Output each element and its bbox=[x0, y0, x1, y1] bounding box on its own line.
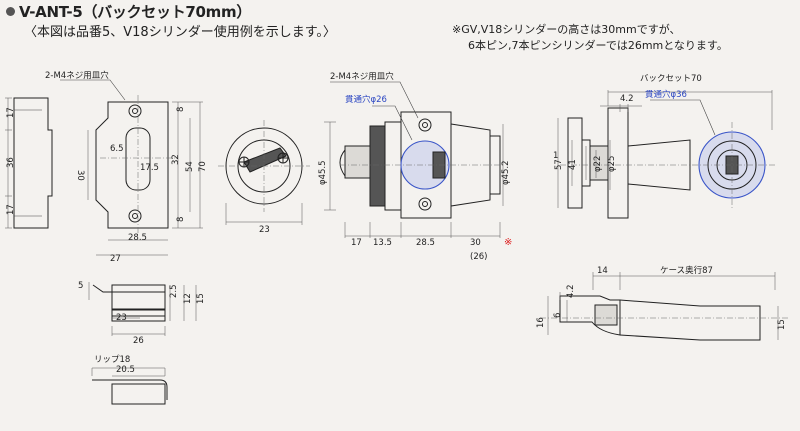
dim-box-5: 5 bbox=[78, 281, 83, 291]
dim-side-d45-2: φ45.2 bbox=[501, 160, 511, 185]
dim-case-16: 16 bbox=[536, 317, 546, 328]
dim-lip-20-5: 20.5 bbox=[116, 365, 135, 375]
screw-hole-label-a: 2-M4ネジ用皿穴 bbox=[45, 70, 109, 81]
note-line-1: ※GV,V18シリンダーの高さは30mmですが、 bbox=[452, 23, 681, 36]
strike-plate-view: 17 36 17 bbox=[5, 97, 53, 229]
dim-plate-8-bot: 8 bbox=[176, 217, 186, 222]
dim-right-d22: φ22 bbox=[593, 156, 603, 172]
dim-case-4-2: 4.2 bbox=[566, 284, 576, 298]
dim-plate-8-top: 8 bbox=[176, 107, 186, 112]
dim-plate-28-5: 28.5 bbox=[128, 233, 147, 243]
through-hole-26-label: 貫通穴φ26 bbox=[345, 94, 387, 105]
dim-box-15: 15 bbox=[196, 293, 206, 304]
note-line-2: 6本ピン,7本ピンシリンダーでは26mmとなります。 bbox=[468, 39, 728, 52]
page-title: V-ANT-5（バックセット70mm） bbox=[6, 1, 251, 22]
dim-side-13-5: 13.5 bbox=[373, 238, 392, 248]
dim-box-23: 23 bbox=[116, 313, 127, 323]
dim-box-12: 12 bbox=[183, 293, 193, 304]
case-depth-label: ケース奥行87 bbox=[660, 265, 713, 276]
thumbturn-view: 23 bbox=[218, 120, 310, 235]
dim-box-2-5: 2.5 bbox=[169, 284, 179, 298]
case-depth-view: 14 ケース奥行87 4.2 6 16 15 bbox=[536, 265, 790, 341]
dim-plate-27: 27 bbox=[110, 254, 121, 264]
dim-plate-17-5: 17.5 bbox=[140, 163, 159, 173]
dim-right-57: 57 bbox=[554, 159, 564, 170]
dim-right-4-2: 4.2 bbox=[620, 94, 634, 104]
subtitle: 〈本図は品番5、V18シリンダー使用例を示します。〉 bbox=[24, 25, 336, 40]
dim-right-1: 1 bbox=[553, 151, 558, 161]
dim-plate-70: 70 bbox=[198, 161, 208, 172]
latch-box-view: 5 2.5 12 15 23 26 bbox=[78, 281, 206, 346]
dim-case-14: 14 bbox=[597, 266, 608, 276]
dim-side-17: 17 bbox=[351, 238, 362, 248]
side-view: 2-M4ネジ用皿穴 貫通穴φ26 φ45.5 φ45.2 17 13.5 28.… bbox=[318, 71, 512, 262]
dim-plate-6-5: 6.5 bbox=[110, 144, 124, 154]
asterisk-mark: ※ bbox=[504, 237, 512, 248]
face-plate-view: 2-M4ネジ用皿穴 6.5 17.5 30 8 32 54 70 8 28.5 … bbox=[45, 70, 208, 264]
dim-case-6: 6 bbox=[553, 313, 563, 318]
dim-plate-30: 30 bbox=[75, 170, 85, 181]
dim-plate-54: 54 bbox=[185, 161, 195, 172]
lip-view: リップ18 20.5 bbox=[91, 355, 168, 405]
dim-side-30: 30 bbox=[470, 238, 481, 248]
dim-thumb-23: 23 bbox=[259, 225, 270, 235]
dim-side-d45-5: φ45.5 bbox=[318, 160, 328, 185]
dim-box-26: 26 bbox=[133, 336, 144, 346]
through-hole-36-label: 貫通穴φ36 bbox=[645, 89, 687, 100]
dim-plate-32: 32 bbox=[171, 154, 181, 165]
dim-side-26-paren: (26) bbox=[470, 252, 487, 262]
title-text: V-ANT-5（バックセット70mm） bbox=[19, 3, 252, 21]
bullet-icon bbox=[6, 7, 15, 16]
dim-strike-17-top: 17 bbox=[6, 107, 16, 118]
backset-view: バックセット70 4.2 貫通穴φ36 1 57 41 φ22 φ25 bbox=[553, 74, 775, 219]
dim-side-28-5: 28.5 bbox=[416, 238, 435, 248]
screw-hole-label-b: 2-M4ネジ用皿穴 bbox=[330, 71, 394, 82]
dim-case-15: 15 bbox=[777, 319, 787, 330]
lip-label: リップ18 bbox=[94, 355, 130, 365]
dim-right-d25: φ25 bbox=[607, 156, 617, 172]
backset-label: バックセット70 bbox=[640, 74, 702, 84]
dim-right-41: 41 bbox=[568, 159, 578, 170]
dim-strike-17-bot: 17 bbox=[6, 204, 16, 215]
dim-strike-36: 36 bbox=[6, 157, 16, 168]
